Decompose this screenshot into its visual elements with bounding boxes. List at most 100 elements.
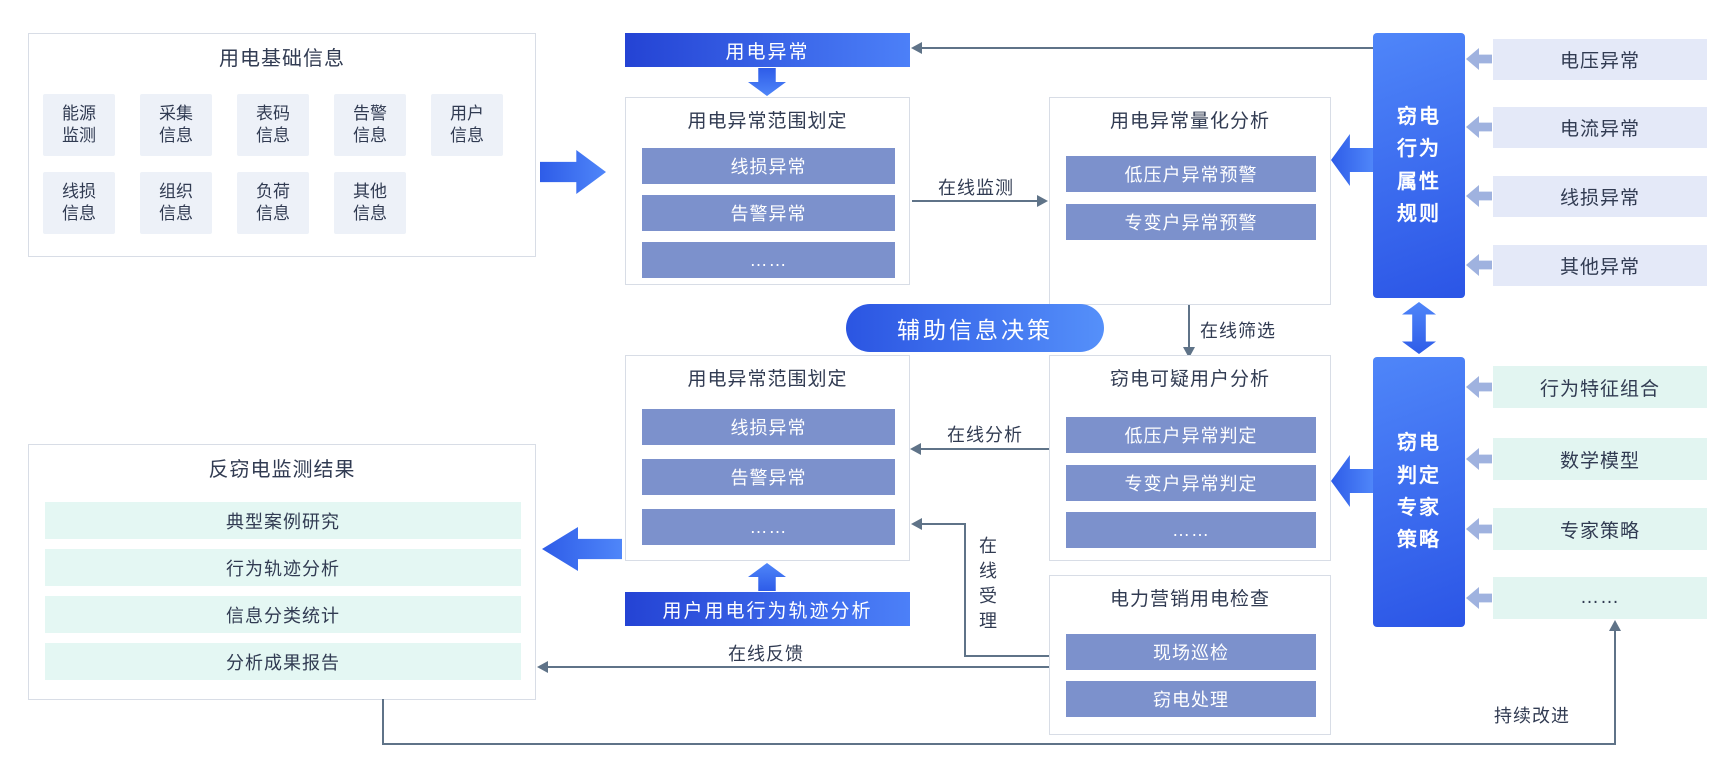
- arrow-banner-to-scope1-icon: [748, 68, 786, 96]
- edge-continuous-improvement-line: [382, 699, 384, 745]
- small-left-arrow-icon: [1466, 448, 1492, 470]
- suspect-box: 窃电可疑用户分析 低压户异常判定 专变户异常判定 ……: [1049, 355, 1331, 561]
- strategy-panel-line: 判定: [1397, 464, 1441, 487]
- source-other-anomaly: 其他异常: [1493, 245, 1707, 286]
- bar-ellipsis: ……: [642, 509, 895, 545]
- arrow-strategy-to-suspect-icon: [1331, 455, 1373, 507]
- chip-line: 信息: [159, 204, 193, 223]
- chip-line: 表码: [256, 103, 290, 123]
- chip-line: 信息: [256, 126, 290, 145]
- chip-line: 信息: [353, 204, 387, 223]
- bar-transformer-judgement: 专变户异常判定: [1066, 465, 1316, 501]
- arrow-rules-strategy-double-icon: [1402, 302, 1436, 354]
- anomaly-banner: 用电异常: [625, 33, 910, 67]
- chip-organization-info: 组织信息: [140, 172, 212, 234]
- chip-other-info: 其他信息: [334, 172, 406, 234]
- anomaly-banner-label: 用电异常: [725, 41, 810, 63]
- chip-line: 信息: [256, 204, 290, 223]
- results-title: 反窃电监测结果: [208, 459, 356, 481]
- scope-box-1: 用电异常范围划定 线损异常 告警异常 ……: [625, 97, 910, 285]
- chip-line-loss-info: 线损信息: [43, 172, 115, 234]
- strategy-panel-line: 专家: [1397, 497, 1441, 519]
- chip-meter-code-info: 表码信息: [237, 94, 309, 156]
- aux-decision-label: 辅助信息决策: [897, 317, 1053, 343]
- edge-online-analysis-label: 在线分析: [947, 425, 1023, 445]
- edge-continuous-improvement-line: [1614, 631, 1616, 745]
- bar-field-inspection: 现场巡检: [1066, 634, 1316, 670]
- chip-line: 信息: [62, 204, 96, 223]
- edge-online-acceptance-line: [922, 523, 966, 525]
- inspection-box: 电力营销用电检查 现场巡检 窃电处理: [1049, 575, 1331, 735]
- source-feature-combination: 行为特征组合: [1493, 366, 1707, 408]
- strategy-panel-line: 窃电: [1397, 432, 1441, 455]
- scope-box-2: 用电异常范围划定 线损异常 告警异常 ……: [625, 355, 910, 561]
- edge-online-monitoring-label: 在线监测: [938, 178, 1014, 198]
- source-voltage-anomaly: 电压异常: [1493, 39, 1707, 80]
- chip-line: 用户: [450, 103, 484, 123]
- arrow-rules-to-quant-icon: [1331, 134, 1373, 186]
- scope-box-2-title: 用电异常范围划定: [687, 369, 848, 390]
- edge-online-monitoring-line: [912, 200, 1037, 202]
- edge-online-acceptance-line: [964, 523, 966, 657]
- source-ellipsis: ……: [1493, 577, 1707, 619]
- rules-panel-line: 行为: [1397, 138, 1441, 161]
- bar-theft-handling: 窃电处理: [1066, 681, 1316, 717]
- quant-box: 用电异常量化分析 低压户异常预警 专变户异常预警: [1049, 97, 1331, 305]
- edge-continuous-improvement-label: 持续改进: [1494, 706, 1570, 726]
- arrowhead-icon: [1609, 620, 1621, 631]
- chip-line: 组织: [159, 181, 193, 201]
- strategy-panel: 窃电 判定 专家 策略: [1373, 357, 1465, 627]
- trajectory-banner: 用户用电行为轨迹分析: [625, 592, 910, 626]
- strategy-panel-line: 策略: [1397, 529, 1441, 552]
- chip-line: 信息: [353, 126, 387, 145]
- source-current-anomaly: 电流异常: [1493, 107, 1707, 148]
- chip-line: 采集: [159, 103, 193, 123]
- chip-line: 线损: [62, 181, 96, 201]
- rules-panel-line: 规则: [1397, 202, 1441, 225]
- basic-info-panel: 用电基础信息 能源监测 采集信息 表码信息 告警信息 用户信息 线损信息 组织信…: [28, 33, 536, 257]
- row-typical-case-study: 典型案例研究: [45, 502, 521, 539]
- edge-online-analysis-line: [921, 448, 1049, 450]
- bar-lowvoltage-warning: 低压户异常预警: [1066, 156, 1316, 192]
- trajectory-banner-label: 用户用电行为轨迹分析: [662, 600, 873, 622]
- chip-line: 信息: [450, 126, 484, 145]
- bar-alarm-anomaly: 告警异常: [642, 195, 895, 231]
- rules-panel-line: 窃电: [1397, 105, 1441, 128]
- arrowhead-icon: [1037, 195, 1048, 207]
- rules-panel: 窃电 行为 属性 规则: [1373, 33, 1465, 298]
- suspect-box-title: 窃电可疑用户分析: [1109, 369, 1270, 390]
- small-left-arrow-icon: [1466, 254, 1492, 276]
- arrow-trajectory-to-scope2-icon: [748, 563, 786, 591]
- edge-rules-to-banner-line: [922, 47, 1373, 49]
- source-math-model: 数学模型: [1493, 438, 1707, 480]
- chip-line: 能源: [62, 103, 96, 123]
- chip-line: 监测: [62, 126, 96, 145]
- chip-line: 信息: [159, 126, 193, 145]
- small-left-arrow-icon: [1466, 185, 1492, 207]
- arrowhead-icon: [911, 518, 922, 530]
- bar-lowvoltage-judgement: 低压户异常判定: [1066, 417, 1316, 453]
- chip-user-info: 用户信息: [431, 94, 503, 156]
- bar-line-loss-anomaly: 线损异常: [642, 148, 895, 184]
- chip-line: 负荷: [256, 181, 290, 201]
- arrowhead-icon: [537, 661, 548, 673]
- quant-box-title: 用电异常量化分析: [1109, 111, 1270, 132]
- edge-online-filtering-label: 在线筛选: [1200, 321, 1276, 341]
- row-behavior-trajectory: 行为轨迹分析: [45, 549, 521, 586]
- edge-online-filtering-line: [1188, 305, 1190, 347]
- edge-online-feedback-label: 在线反馈: [728, 644, 804, 664]
- arrowhead-icon: [911, 42, 922, 54]
- basic-info-title: 用电基础信息: [219, 48, 345, 70]
- edge-online-feedback-line: [548, 666, 1049, 668]
- inspection-box-title: 电力营销用电检查: [1109, 589, 1270, 610]
- bar-transformer-warning: 专变户异常预警: [1066, 204, 1316, 240]
- small-left-arrow-icon: [1466, 376, 1492, 398]
- row-analysis-report: 分析成果报告: [45, 643, 521, 680]
- arrow-basicinfo-to-scope-icon: [540, 150, 606, 194]
- bar-line-loss-anomaly: 线损异常: [642, 409, 895, 445]
- edge-continuous-improvement-line: [382, 743, 1616, 745]
- chip-alarm-info: 告警信息: [334, 94, 406, 156]
- chip-energy-monitoring: 能源监测: [43, 94, 115, 156]
- source-line-loss-anomaly: 线损异常: [1493, 176, 1707, 217]
